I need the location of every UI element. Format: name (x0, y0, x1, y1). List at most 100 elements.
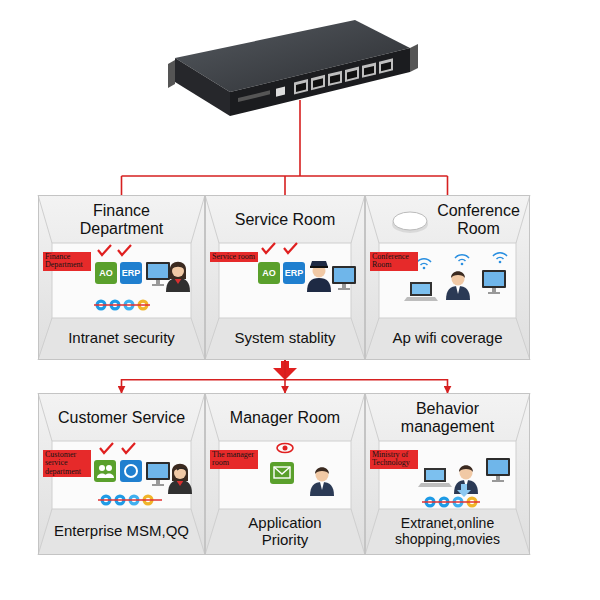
firewall-appliance-part-part (313, 78, 323, 87)
manager-illustration-part (310, 467, 334, 496)
room-box: Manager RoomThe manager roomApplication … (205, 393, 365, 555)
heading-slot: Customer Service (39, 394, 204, 442)
customer-illustration-part (97, 474, 114, 479)
room-tag: Service room (210, 252, 258, 262)
room-tag: Conference Room (370, 252, 418, 271)
room-caption: System stablity (235, 329, 336, 346)
caption-slot: System stablity (206, 317, 364, 359)
behavior-illustration-part (422, 501, 480, 503)
manager-illustration-part (274, 467, 290, 474)
behavior-illustration (418, 458, 510, 508)
firewall-appliance-part-part (330, 74, 340, 83)
room-title: Conference Room (434, 202, 523, 239)
firewall-appliance-part-part (345, 67, 359, 82)
finance-illustration-part (166, 262, 190, 292)
customer-illustration-part (106, 465, 112, 471)
finance-illustration-part (95, 262, 117, 284)
room-caption: Extranet,online shopping,movies (376, 515, 519, 547)
room-box: Customer ServiceCustomer service departm… (38, 393, 205, 555)
room-tag: Customer service department (43, 450, 91, 477)
service-illustration-part (258, 262, 280, 284)
conference-illustration-part (393, 212, 427, 230)
room-box: Behavior managementMinistry of Technolog… (365, 393, 530, 555)
room-walls-part (365, 195, 530, 360)
customer-illustration-part (99, 465, 105, 471)
customer-illustration-part (168, 464, 192, 494)
room-title: Service Room (235, 211, 335, 229)
room-walls (365, 195, 530, 360)
room-walls-part (205, 195, 365, 360)
firewall-appliance-part-part (328, 71, 342, 86)
room-caption: Enterprise MSM,QQ (54, 522, 189, 539)
room-walls-part (38, 195, 205, 360)
room-walls-part (205, 195, 365, 360)
customer-illustration-part (94, 460, 116, 482)
room-walls (205, 195, 365, 360)
customer-illustration-part (177, 468, 187, 470)
room-walls-part (365, 393, 530, 555)
firewall-appliance-part-part (230, 48, 410, 116)
conference-illustration-part (417, 259, 431, 270)
flow-connector (122, 360, 286, 393)
room-caption: Ap wifi coverage (392, 329, 502, 346)
heading-slot: Conference Room (366, 196, 529, 244)
room-walls-part (365, 195, 530, 360)
room-title: Behavior management (388, 400, 507, 437)
caption-slot: Ap wifi coverage (366, 317, 529, 359)
behavior-illustration-part (457, 484, 471, 497)
firewall-appliance-part-part (381, 62, 391, 71)
finance-illustration-part (146, 262, 170, 286)
firewall-appliance-part-part (296, 82, 306, 91)
room-caption: Intranet security (68, 329, 175, 346)
service-illustration-part (332, 266, 356, 290)
room-tag: The manager room (210, 450, 258, 469)
heading-slot: Finance Department (39, 196, 204, 244)
customer-illustration-part (120, 460, 142, 482)
caption-slot: Enterprise MSM,QQ (39, 508, 204, 554)
service-illustration (258, 243, 356, 292)
room-walls-part (38, 195, 205, 360)
room-walls-part (365, 509, 530, 555)
manager-illustration-part (270, 462, 294, 484)
conference-illustration-part (493, 253, 507, 264)
firewall-appliance-part-part (294, 79, 308, 94)
room-title: Manager Room (230, 409, 340, 427)
room-walls (365, 393, 530, 555)
room-walls-part (365, 318, 530, 360)
room-walls (38, 393, 205, 555)
manager-illustration-part (277, 444, 293, 453)
firewall-appliance-part-part (379, 58, 393, 73)
room-box: Finance DepartmentFinance DepartmentIntr… (38, 195, 205, 360)
caption-slot: Extranet,online shopping,movies (366, 508, 529, 554)
firewall-appliance (168, 20, 418, 116)
room-walls (38, 195, 205, 360)
behavior-illustration-part (486, 458, 510, 482)
heading-slot: Manager Room (206, 394, 364, 442)
service-illustration-part (262, 243, 297, 253)
room-walls-part (38, 509, 205, 555)
customer-illustration-part (100, 443, 135, 453)
conference-illustration-part (482, 270, 506, 294)
finance-illustration-part (94, 304, 150, 306)
room-tag: Ministry of Technology (370, 450, 418, 469)
room-caption: Application Priority (228, 514, 342, 549)
behavior-illustration-part (418, 468, 452, 487)
conference-illustration-part (404, 282, 438, 301)
room-walls-part (38, 318, 205, 360)
room-box: Conference RoomConference RoomAp wifi co… (365, 195, 530, 360)
customer-illustration (94, 443, 192, 506)
firewall-appliance-part-part (238, 90, 270, 102)
manager-illustration-part (283, 446, 288, 451)
firewall-appliance-part-part (362, 62, 376, 77)
network-wire (122, 100, 448, 195)
customer-illustration-part (146, 462, 170, 486)
app-icon-label: ERP (283, 262, 305, 284)
manager-illustration (270, 444, 334, 497)
firewall-appliance-part (230, 48, 410, 116)
app-icon-label: AO (258, 262, 280, 284)
finance-illustration (94, 245, 190, 311)
firewall-appliance-part-part (364, 66, 374, 75)
finance-illustration-part (120, 262, 142, 284)
app-icon-label: ERP (120, 262, 142, 284)
room-walls-part (38, 393, 205, 555)
